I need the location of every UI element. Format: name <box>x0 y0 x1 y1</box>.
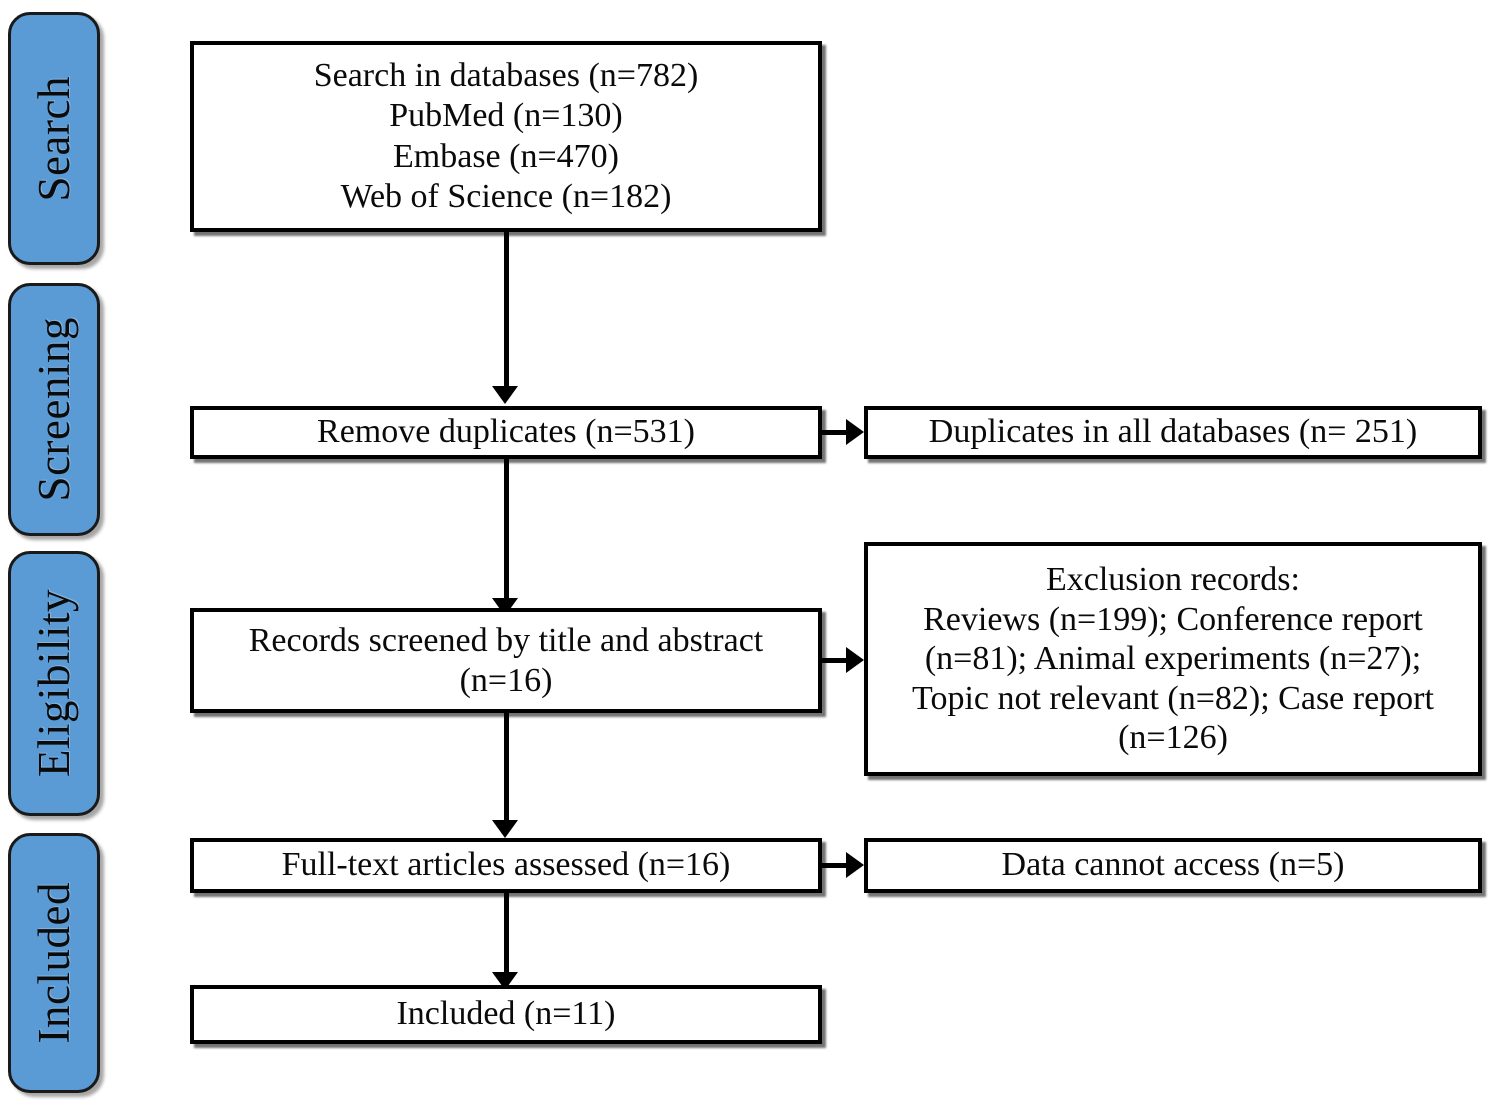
connector-fulltext-right-line <box>822 863 850 868</box>
box-data-cannot-access-text: Data cannot access (n=5) <box>1001 846 1345 884</box>
connector-screened-to-fulltext-arrow <box>492 820 518 838</box>
box-records-screened-text: Records screened by title and abstract (… <box>248 622 764 699</box>
box-remove-duplicates: Remove duplicates (n=531) <box>190 406 822 459</box>
box-included-final-text: Included (n=11) <box>396 995 616 1033</box>
stage-label-included-text: Included <box>28 882 79 1044</box>
box-records-screened: Records screened by title and abstract (… <box>190 608 822 713</box>
stage-label-search-text: Search <box>28 75 79 202</box>
connector-screened-right-arrow <box>846 647 864 673</box>
box-exclusion-records-text: Exclusion records: Reviews (n=199); Conf… <box>912 561 1434 757</box>
stage-label-eligibility-text: Eligibility <box>28 589 79 778</box>
box-full-text-assessed-text: Full-text articles assessed (n=16) <box>281 846 731 884</box>
stage-label-screening-text: Screening <box>28 317 79 502</box>
box-exclusion-records: Exclusion records: Reviews (n=199); Conf… <box>864 542 1482 776</box>
stage-label-included: Included <box>8 833 100 1093</box>
connector-search-to-duplicates-arrow <box>492 386 518 404</box>
connector-screened-right-line <box>822 658 850 663</box>
box-data-cannot-access: Data cannot access (n=5) <box>864 838 1482 893</box>
box-search-databases-text: Search in databases (n=782) PubMed (n=13… <box>313 57 699 215</box>
box-search-databases: Search in databases (n=782) PubMed (n=13… <box>190 41 822 232</box>
box-remove-duplicates-text: Remove duplicates (n=531) <box>317 413 695 451</box>
connector-duplicates-right-line <box>822 430 850 435</box>
stage-label-eligibility: Eligibility <box>8 551 100 816</box>
connector-duplicates-right-arrow <box>846 419 864 445</box>
connector-screened-to-fulltext-line <box>504 713 509 825</box>
connector-search-to-duplicates-line <box>504 232 509 388</box>
box-full-text-assessed: Full-text articles assessed (n=16) <box>190 838 822 893</box>
connector-duplicates-to-screened-line <box>504 459 509 604</box>
connector-fulltext-right-arrow <box>846 852 864 878</box>
box-included-final: Included (n=11) <box>190 985 822 1044</box>
stage-label-search: Search <box>8 12 100 265</box>
connector-fulltext-to-included-line <box>504 893 509 978</box>
stage-label-screening: Screening <box>8 283 100 536</box>
box-duplicates-all-databases: Duplicates in all databases (n= 251) <box>864 406 1482 459</box>
box-duplicates-all-databases-text: Duplicates in all databases (n= 251) <box>928 413 1418 451</box>
